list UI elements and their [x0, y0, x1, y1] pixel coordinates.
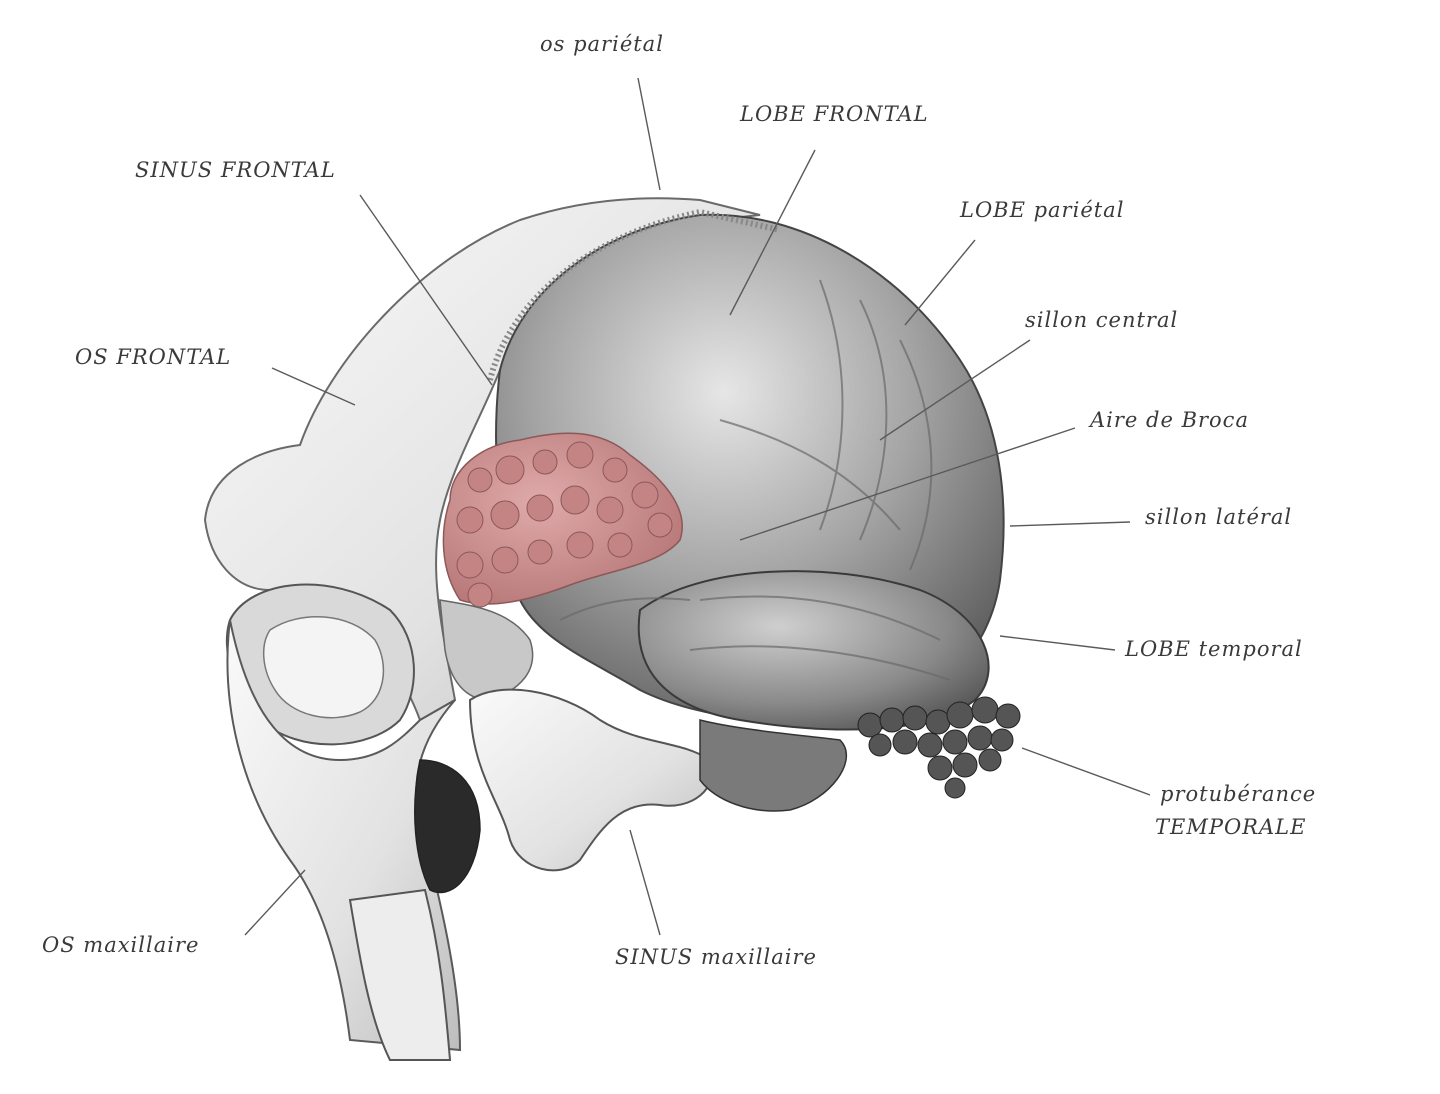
label-lobe-temporal: LOBE temporal — [1125, 637, 1303, 661]
leader-sillon-lateral — [1010, 522, 1130, 526]
label-sillon-lateral: sillon latéral — [1145, 505, 1292, 529]
leader-lobe-parietal — [905, 240, 975, 325]
label-protuberance-line1: protubérance — [1160, 782, 1316, 806]
label-os-parietal: os pariétal — [540, 32, 664, 56]
label-lobe-frontal: LOBE FRONTAL — [740, 102, 929, 126]
label-aire-de-broca: Aire de Broca — [1090, 408, 1249, 432]
frontal-sinus-region — [440, 600, 533, 700]
label-os-frontal: OS FRONTAL — [75, 345, 231, 369]
leader-sinus-maxillaire — [630, 830, 660, 935]
leader-os-parietal — [638, 78, 660, 190]
label-sinus-maxillaire: SINUS maxillaire — [615, 945, 817, 969]
zygomatic-process — [470, 690, 712, 871]
cerebellum — [700, 720, 846, 811]
label-sillon-central: sillon central — [1025, 308, 1178, 332]
leader-os-maxillaire — [245, 870, 305, 935]
leader-protuberance — [1022, 748, 1150, 795]
maxilla-cavity — [415, 760, 480, 893]
label-lobe-parietal: LOBE pariétal — [960, 198, 1124, 222]
temporal-protuberance — [858, 697, 1020, 798]
leader-lobe-temporal — [1000, 636, 1115, 650]
label-sinus-frontal: SINUS FRONTAL — [135, 158, 336, 182]
label-os-maxillaire: OS maxillaire — [42, 933, 199, 957]
label-protuberance-line2: TEMPORALE — [1155, 815, 1306, 839]
